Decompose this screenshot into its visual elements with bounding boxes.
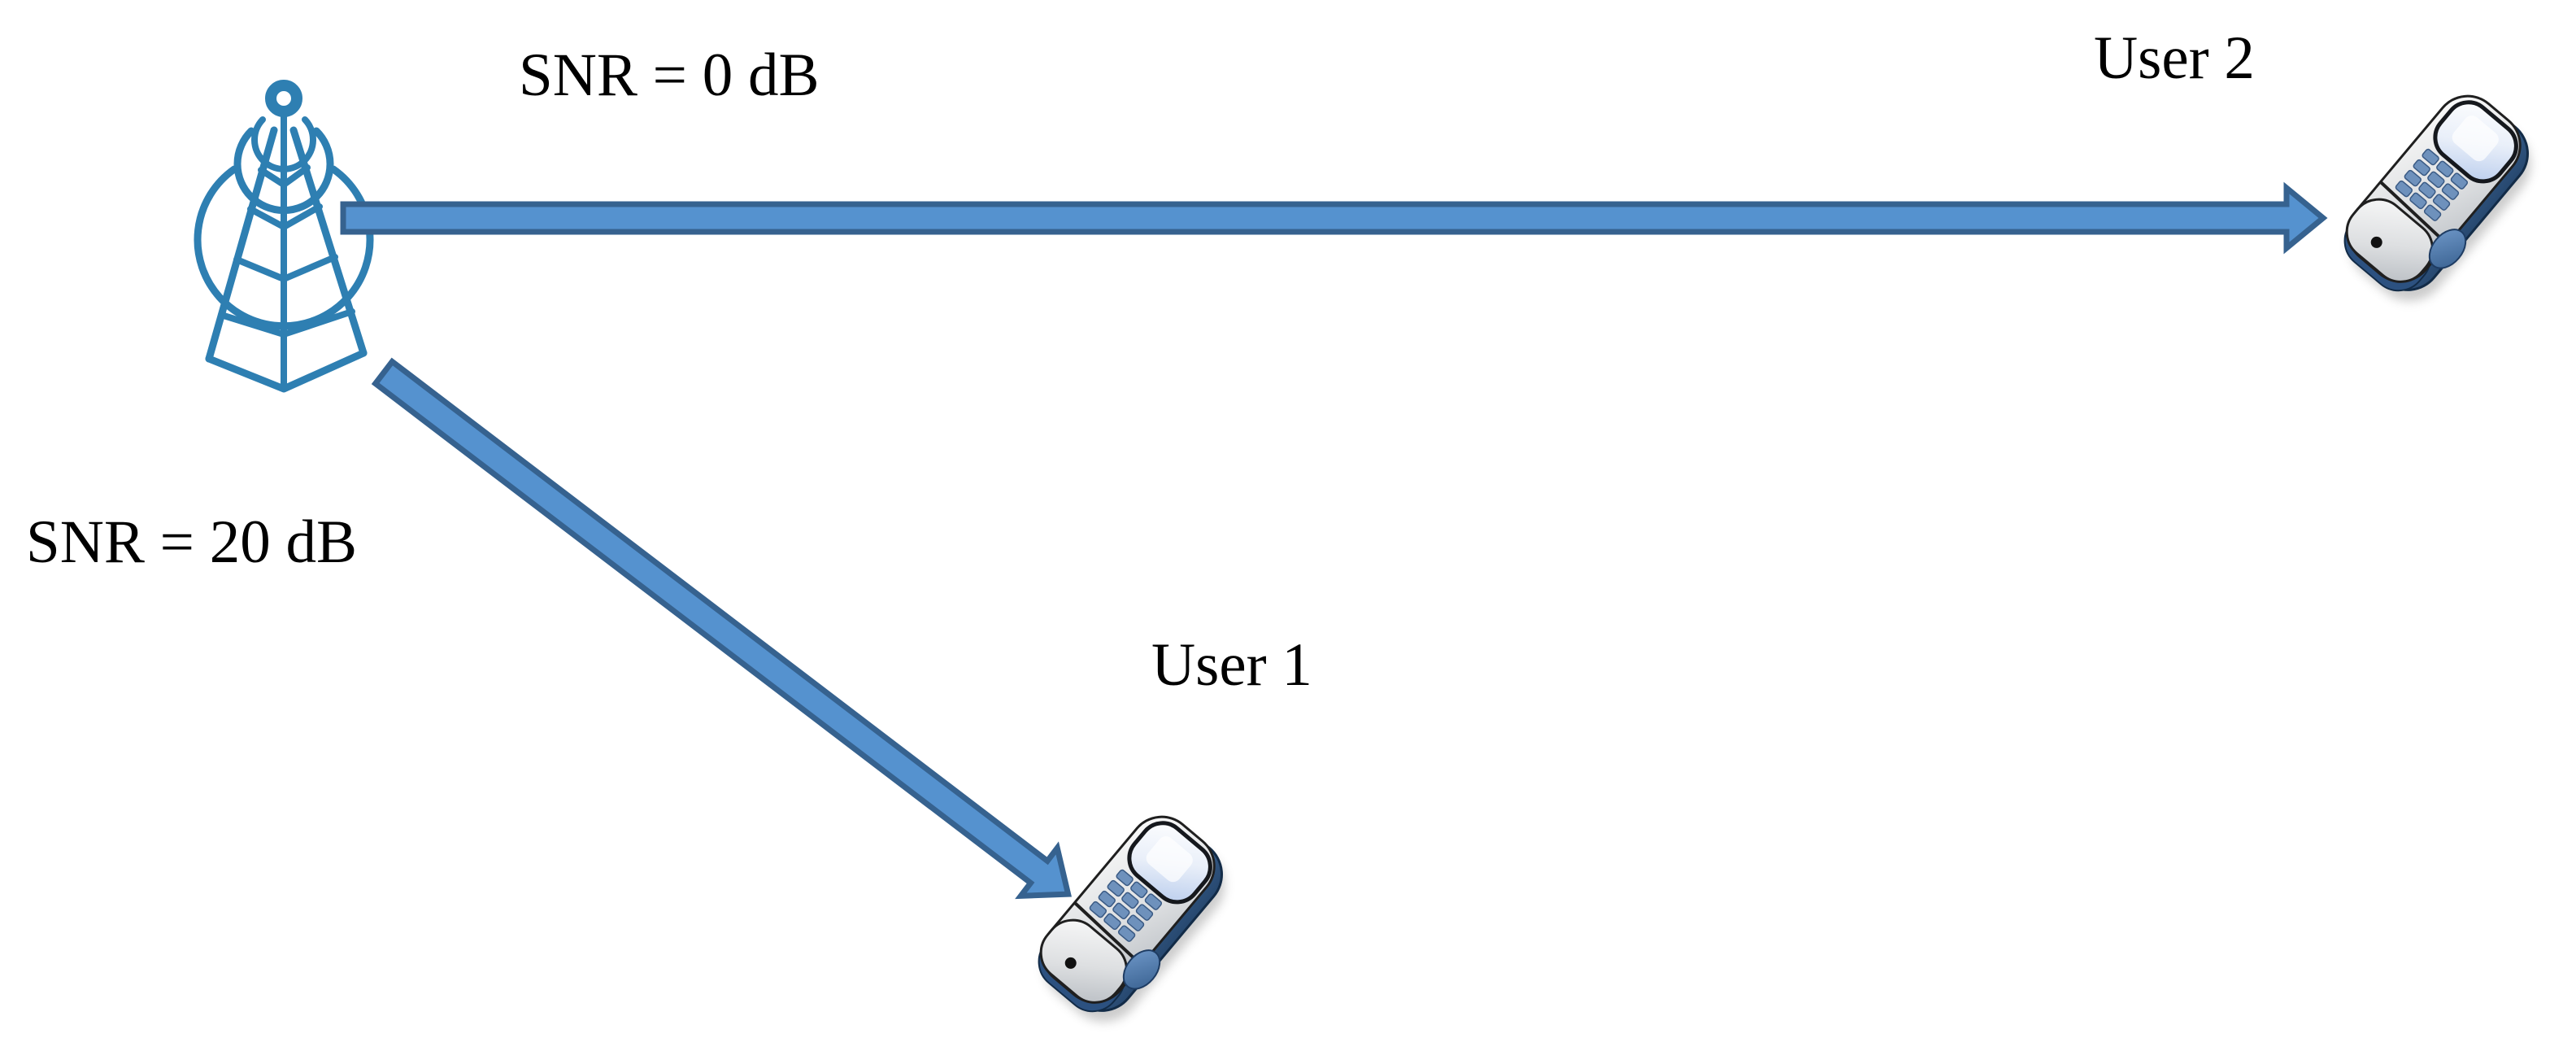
arrow-to-user2-icon [340,181,2328,255]
flip-phone-icon-user2 [2328,83,2549,316]
label-snr-user2: SNR = 0 dB [519,41,820,109]
arrow-to-user1-icon [371,357,1072,900]
label-user2: User 2 [2094,24,2255,92]
label-snr-user1: SNR = 20 dB [26,508,357,576]
antenna-tower-icon [194,80,374,393]
flip-phone-icon-user1 [1022,804,1243,1037]
label-user1: User 1 [1151,631,1312,699]
